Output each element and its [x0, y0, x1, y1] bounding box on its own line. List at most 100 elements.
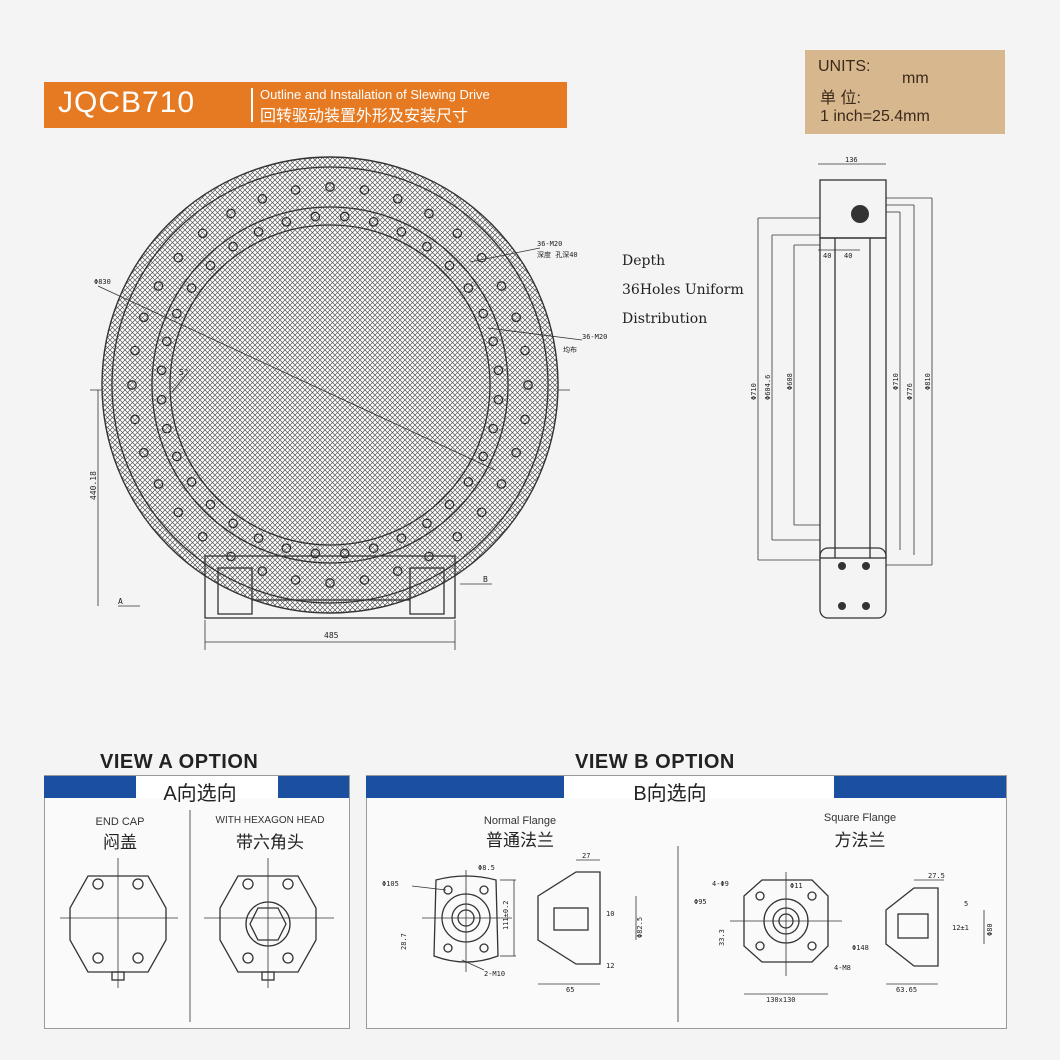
end-cap-hole-4 — [132, 952, 144, 964]
angle-arrow — [171, 369, 191, 393]
inner-holes-hole — [186, 477, 197, 487]
angle-label: 5° — [179, 368, 189, 377]
outer-dia-label: Φ830 — [94, 278, 111, 286]
nf-hole-4 — [479, 943, 489, 953]
bolt-inner-label: 36-M20 — [582, 333, 607, 341]
main-drawing: Φ830 36-M20 深度 孔深40 36-M20 均布 5° 440.18 … — [89, 156, 933, 650]
outer-holes-hole — [290, 185, 301, 195]
outer-holes-hole — [325, 578, 335, 588]
sf-d7: Φ148 — [852, 944, 869, 952]
inner-holes-hole — [488, 336, 499, 347]
nf-body — [433, 875, 499, 963]
view-b-strip-mid — [564, 776, 834, 798]
outer-holes-hole — [511, 312, 521, 323]
nf-d4: 28.7 — [400, 933, 408, 950]
normal-flange-en: Normal Flange — [483, 815, 557, 827]
sf-d6: 4-M8 — [834, 964, 851, 972]
flange-bolt-2 — [862, 562, 870, 570]
nf-d1: Φ105 — [382, 880, 399, 888]
outer-holes-hole — [226, 208, 236, 219]
outer-holes-hole — [325, 182, 335, 192]
view-a-mark: A — [118, 597, 123, 606]
hex-head-label-cn: 带六角头 — [236, 833, 304, 852]
outer-holes-hole — [511, 447, 521, 458]
hex-nipple — [261, 971, 275, 981]
flange-bolt-1 — [838, 562, 846, 570]
inner-holes-hole — [228, 241, 238, 252]
outer-holes-hole — [173, 252, 184, 263]
inner-holes-hole — [396, 533, 407, 544]
inner-holes-hole — [228, 518, 238, 529]
inner-holes-hole — [156, 394, 167, 405]
outer-holes-hole — [257, 194, 268, 204]
nf-d7: 10 — [606, 910, 614, 918]
inner-holes-hole — [368, 216, 379, 227]
sf-d9: 5 — [964, 900, 968, 908]
outer-holes-hole — [197, 531, 208, 542]
end-cap-hole-3 — [92, 952, 104, 964]
bolt-leader-1 — [469, 247, 541, 263]
outer-holes-hole — [520, 414, 530, 425]
sf-section-bore — [897, 913, 929, 939]
inner-holes-hole — [281, 216, 292, 227]
view-a-heading: VIEW A OPTION — [100, 751, 259, 773]
housing-left-boss — [217, 567, 253, 615]
inner-holes-hole — [396, 226, 407, 237]
side-view: 136 40 40 — [750, 156, 933, 619]
outer-holes-hole — [392, 194, 403, 204]
nf-hole-2 — [479, 885, 489, 895]
inner-holes-hole — [281, 543, 292, 554]
inner-ring-edge — [151, 206, 509, 564]
note-line-1: Depth — [622, 253, 666, 269]
front-view: Φ830 36-M20 深度 孔深40 36-M20 均布 5° 440.18 … — [89, 156, 607, 650]
bolt-outer-depth: 深度 孔深40 — [537, 250, 578, 259]
square-flange-section: 27.5 5 12±1 Φ80 63.65 — [885, 872, 994, 994]
note-line-2: 36Holes Uniform — [622, 282, 744, 298]
inner-holes-hole — [444, 260, 455, 271]
bolt-outer-label: 36-M20 — [537, 240, 562, 248]
normal-flange-section: 27 10 Φ82.5 12 65 — [537, 852, 644, 994]
end-cap-hole-1 — [92, 878, 104, 890]
view-b-drawing: 111±0.2 Φ105 Φ8.5 28.7 2-M10 27 10 Φ82.5… — [382, 846, 994, 1022]
housing-right-boss — [409, 567, 445, 615]
outer-holes-hole — [424, 551, 434, 562]
sf-hole-2 — [807, 891, 817, 901]
outer-holes-hole — [139, 447, 149, 458]
outer-holes-hole — [226, 551, 236, 562]
outer-holes-hole — [197, 228, 208, 239]
units-conversion: 1 inch=25.4mm — [820, 108, 930, 125]
inner-bolt-circle — [156, 211, 504, 559]
outer-holes-hole — [359, 185, 370, 195]
ring-body — [819, 237, 887, 559]
bore — [169, 224, 491, 546]
motor-flange-side — [819, 547, 887, 619]
height-label: 440.18 — [89, 471, 98, 500]
square-flange-en: Square Flange — [823, 812, 897, 824]
hex-head-icon — [249, 907, 287, 941]
nf-section-bore — [553, 907, 589, 931]
inner-holes-hole — [463, 477, 474, 487]
ball-race-top — [851, 205, 869, 223]
inner-holes-hole — [444, 499, 455, 510]
outer-holes-hole — [153, 281, 164, 291]
view-a-strip-left — [44, 776, 136, 798]
sf-d2: Φ11 — [790, 882, 803, 890]
sf-d3: Φ95 — [694, 898, 707, 906]
inner-holes-hole — [161, 336, 172, 347]
bolt-inner-depth: 均布 — [563, 345, 577, 354]
units-label-cn: 单 位: — [820, 90, 861, 107]
flange-bolt-4 — [862, 602, 870, 610]
inner-holes-hole — [422, 241, 432, 252]
inner-holes-hole — [368, 543, 379, 554]
end-cap-label-en: END CAP — [95, 816, 145, 828]
side-dia-2: Φ604.6 — [764, 375, 772, 400]
nf-leader-2 — [461, 959, 485, 971]
inner-holes-hole — [310, 211, 321, 222]
outer-holes-hole — [290, 575, 301, 585]
inner-holes-hole — [339, 211, 350, 222]
sf-hole-3 — [755, 941, 765, 951]
hex-hole-4 — [282, 952, 294, 964]
normal-flange-cn: 普通法兰 — [486, 831, 554, 850]
inner-holes-hole — [463, 283, 474, 293]
view-a-panel — [44, 775, 350, 1029]
